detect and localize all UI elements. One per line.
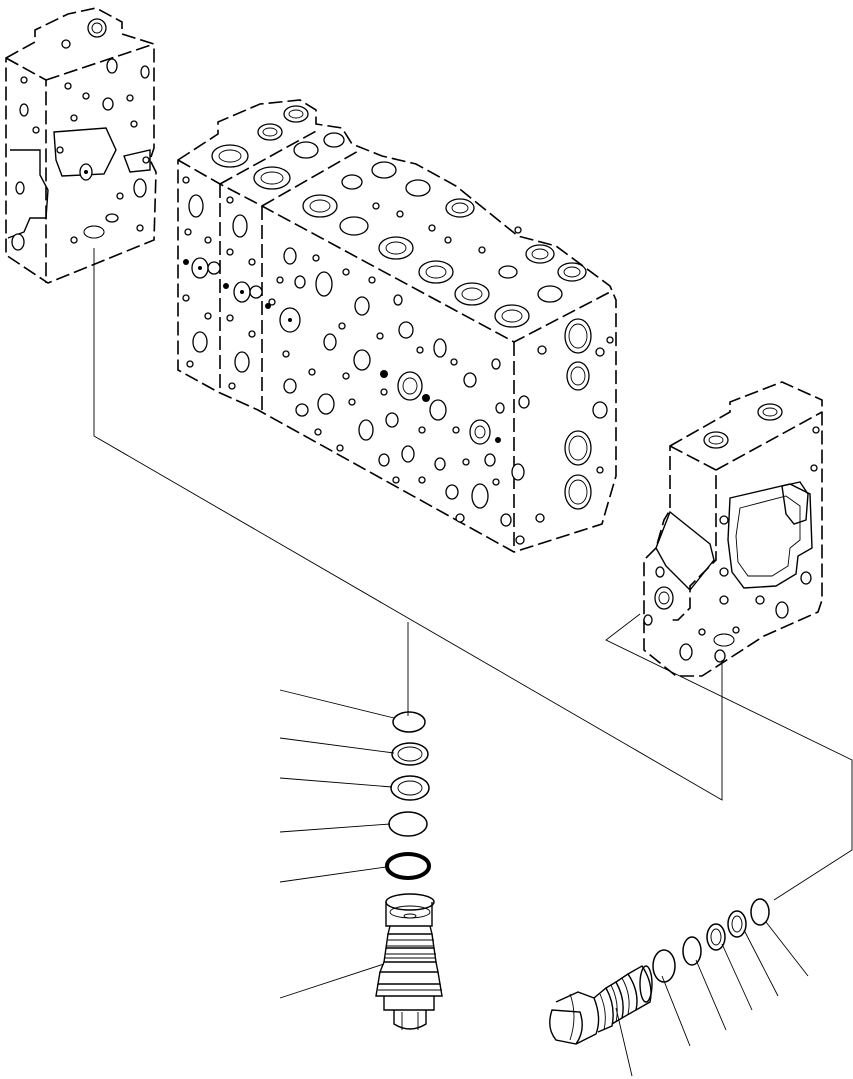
vertical-cartridge-valve	[375, 893, 443, 1030]
vertical-stack-o-ring-1	[392, 711, 426, 733]
horizontal-cartridge-valve	[549, 965, 653, 1045]
vertical-stack-o-ring-4	[388, 811, 428, 837]
left-end-section	[5, 7, 157, 284]
right-end-section	[643, 381, 823, 677]
horizontal-stack-o-ring-2	[682, 936, 702, 966]
horizontal-stack-o-ring-5	[750, 898, 770, 926]
horizontal-stack-o-ring-1	[652, 949, 676, 983]
horizontal-stack-backup-ring-4	[727, 910, 747, 938]
vertical-stack-o-ring-5	[385, 852, 431, 880]
horizontal-part-stack	[549, 898, 809, 1077]
vertical-stack-backup-ring-2	[391, 742, 429, 766]
vertical-part-stack	[279, 689, 443, 1030]
assembly-lines	[93, 248, 853, 901]
main-valve-block	[177, 99, 617, 553]
right-port-marker	[713, 633, 735, 647]
left-port-marker	[83, 225, 105, 239]
horizontal-stack-backup-ring-3	[706, 923, 726, 951]
vertical-stack-backup-ring-3	[390, 775, 430, 801]
